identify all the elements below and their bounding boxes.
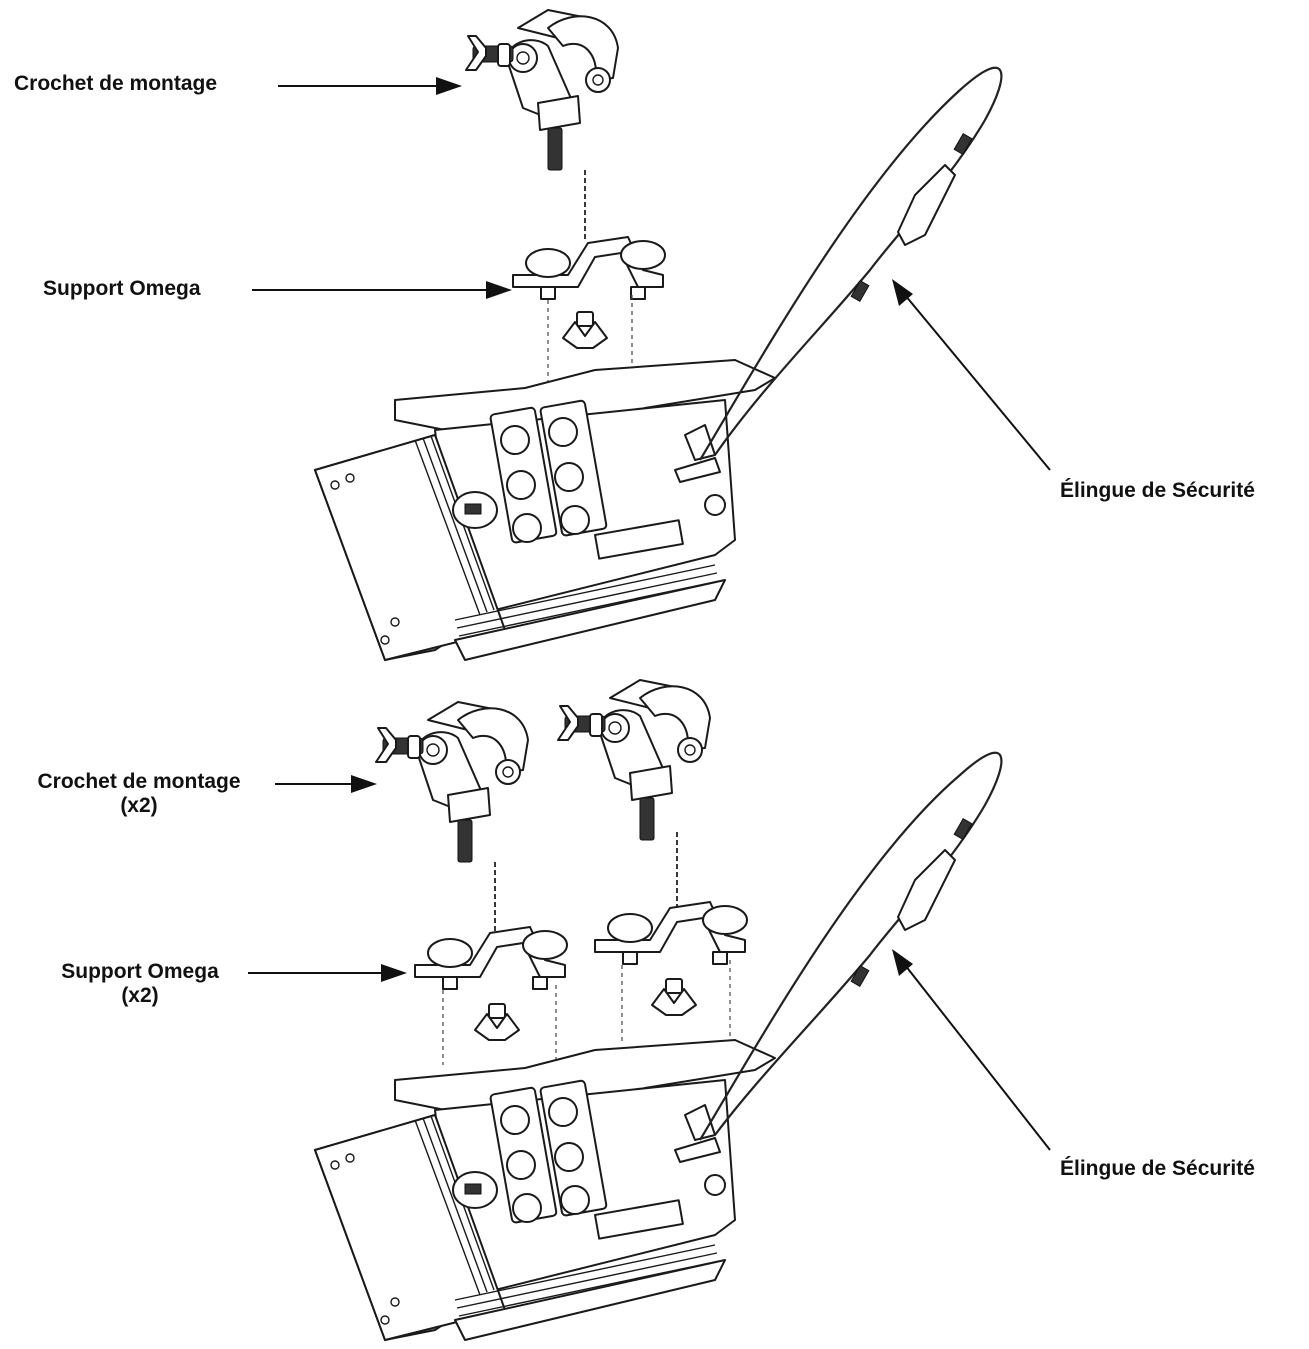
mounting-clamp-top	[465, 9, 619, 171]
omega-bracket-bottom-left	[414, 926, 568, 990]
wing-nut-bottom-left	[474, 1003, 520, 1041]
light-fixture-top	[314, 359, 776, 661]
mounting-clamp-bottom-right	[557, 679, 711, 841]
omega-bracket-top	[512, 236, 666, 300]
top-assembly	[314, 9, 1003, 661]
light-fixture-bottom	[314, 1039, 776, 1341]
wing-nut-top	[562, 311, 608, 349]
hook-label-bottom-line1: Crochet de montage	[37, 770, 241, 793]
callout-arrows	[248, 77, 1051, 1151]
hook-label-bottom-line2: (x2)	[120, 794, 158, 817]
bracket-label-bottom-line2: (x2)	[121, 984, 159, 1007]
bracket-label-bottom-line1: Support Omega	[61, 960, 219, 983]
cable-label-bottom: Élingue de Sécurité	[1060, 1157, 1255, 1180]
bracket-label-bottom: Support Omega (x2)	[40, 960, 240, 1008]
safety-cable-top	[699, 66, 1003, 461]
wing-nut-bottom-right	[651, 978, 697, 1016]
bottom-assembly	[314, 679, 1003, 1341]
cable-label-top: Élingue de Sécurité	[1060, 479, 1255, 502]
mounting-clamp-bottom-left	[375, 701, 529, 863]
omega-bracket-bottom-right	[594, 901, 748, 965]
bracket-label-top: Support Omega	[43, 277, 201, 300]
safety-cable-bottom	[699, 751, 1003, 1141]
hook-label-top: Crochet de montage	[14, 72, 218, 95]
hook-label-bottom: Crochet de montage (x2)	[14, 770, 264, 818]
